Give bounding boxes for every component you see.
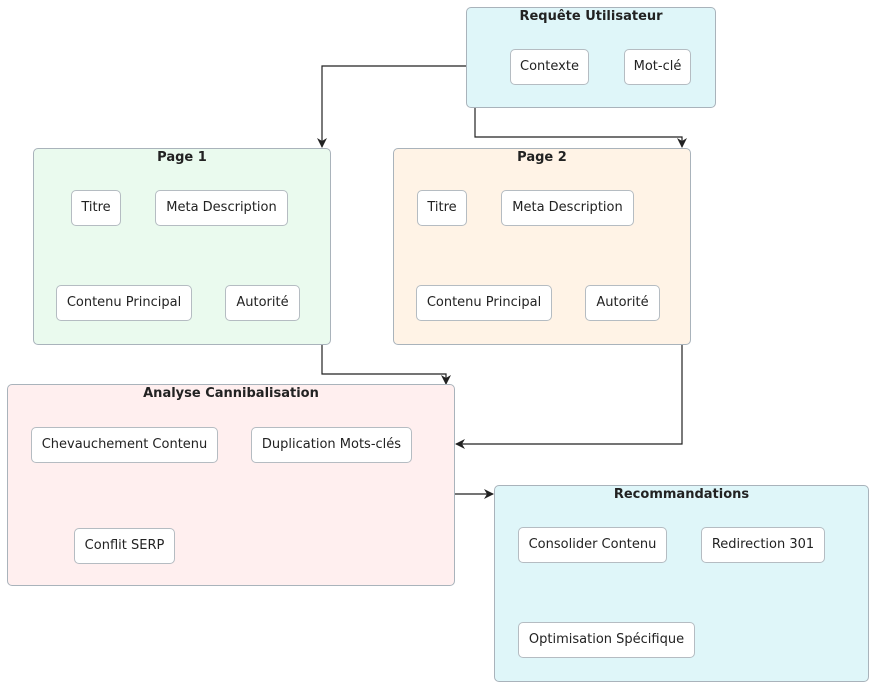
node-duplication-mots-cles: Duplication Mots-clés [251,427,412,463]
edge-page2-to-analyse [455,344,683,449]
node-page2-contenu-principal: Contenu Principal [416,285,552,321]
group-title-page-1: Page 1 [157,150,207,165]
node-redirection-301: Redirection 301 [701,527,825,563]
edge-requete-to-page1 [317,65,466,148]
group-requete-utilisateur: Requête Utilisateur Contexte Mot-clé [466,7,716,108]
node-page2-meta-description: Meta Description [501,190,634,226]
group-title-recommandations: Recommandations [613,487,750,502]
group-title-requete-utilisateur: Requête Utilisateur [519,9,663,24]
group-title-page-2: Page 2 [517,150,567,165]
node-page1-autorite: Autorité [225,285,300,321]
node-page1-contenu-principal: Contenu Principal [56,285,192,321]
group-page-1: Page 1 Titre Meta Description Contenu Pr… [33,148,331,345]
group-page-2: Page 2 Titre Meta Description Contenu Pr… [393,148,691,345]
node-page1-meta-description: Meta Description [155,190,288,226]
group-title-analyse-cannibalisation: Analyse Cannibalisation [143,386,319,401]
node-mot-cle: Mot-clé [624,49,691,85]
node-contexte: Contexte [510,49,589,85]
node-consolider-contenu: Consolider Contenu [518,527,667,563]
group-recommandations: Recommandations Consolider Contenu Redir… [494,485,869,682]
node-page2-autorite: Autorité [585,285,660,321]
group-analyse-cannibalisation: Analyse Cannibalisation Chevauchement Co… [7,384,455,586]
node-page2-titre: Titre [417,190,467,226]
node-chevauchement-contenu: Chevauchement Contenu [31,427,218,463]
edge-requete-to-page2 [474,107,687,148]
edge-page1-to-analyse [321,344,451,385]
node-conflit-serp: Conflit SERP [74,528,175,564]
node-optimisation-specifique: Optimisation Spécifique [518,622,695,658]
node-page1-titre: Titre [71,190,121,226]
